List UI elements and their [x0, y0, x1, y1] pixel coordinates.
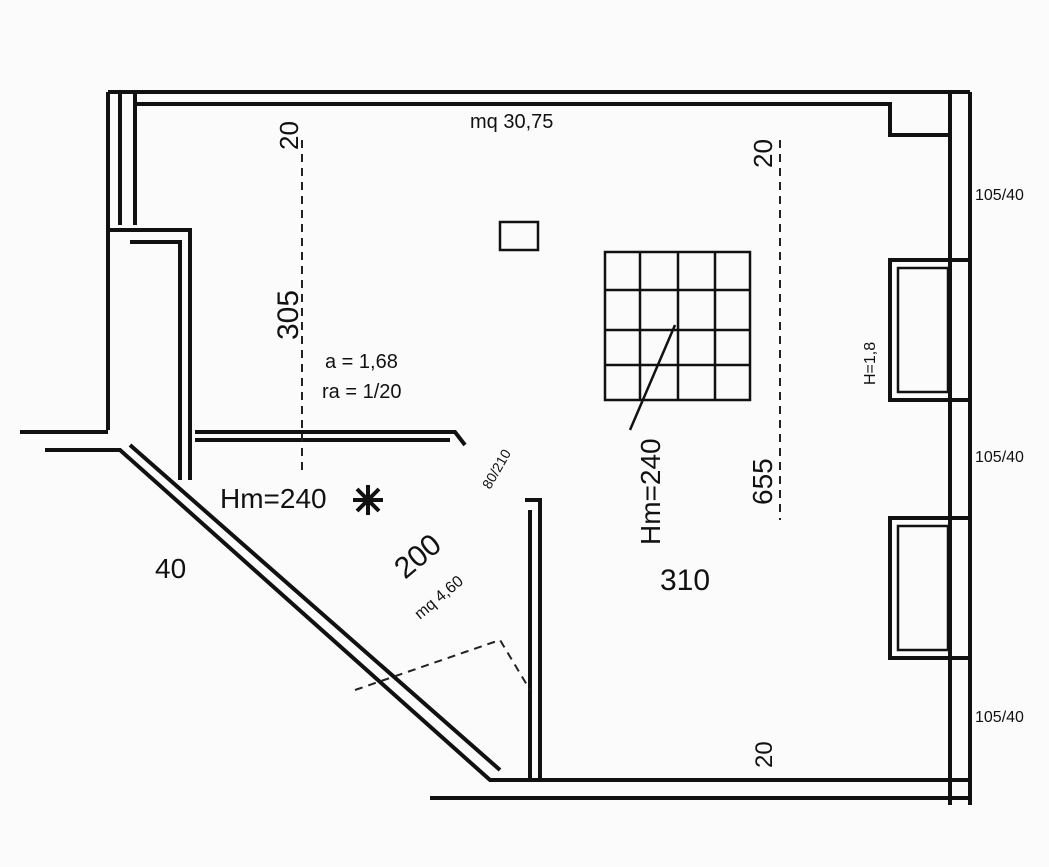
area-main: mq 30,75: [470, 111, 553, 133]
dim-310: 310: [660, 564, 710, 597]
wall-top-right: 20: [748, 139, 778, 168]
window-2-size: 105/40: [975, 449, 1024, 466]
ratio-ra: ra = 1/20: [322, 381, 402, 403]
door-size: 80/210: [479, 446, 514, 491]
window-3-size: 105/40: [975, 709, 1024, 726]
height-main-room: Hm=240: [635, 438, 666, 545]
area-small: mq 4,60: [412, 573, 467, 623]
cabinet-height: H=1,8: [862, 342, 879, 385]
window-1-size: 105/40: [975, 187, 1024, 204]
light-fixture: [353, 485, 383, 515]
dim-left: 40: [155, 553, 186, 584]
ratio-a: a = 1,68: [325, 351, 398, 373]
dim-vertical: 305: [272, 290, 305, 340]
dim-655: 655: [747, 458, 778, 505]
window-labels: 105/40 105/40 105/40: [975, 187, 1024, 726]
wall-top-left: 20: [274, 121, 304, 150]
wall-bottom: 20: [751, 741, 778, 768]
chimney: [498, 220, 540, 252]
walls: [20, 90, 972, 805]
dim-diag: 200: [388, 528, 448, 585]
windows: [888, 258, 972, 660]
staircase: [603, 250, 752, 431]
height-small-room: Hm=240: [220, 483, 327, 514]
dimension-lines: [301, 140, 781, 691]
